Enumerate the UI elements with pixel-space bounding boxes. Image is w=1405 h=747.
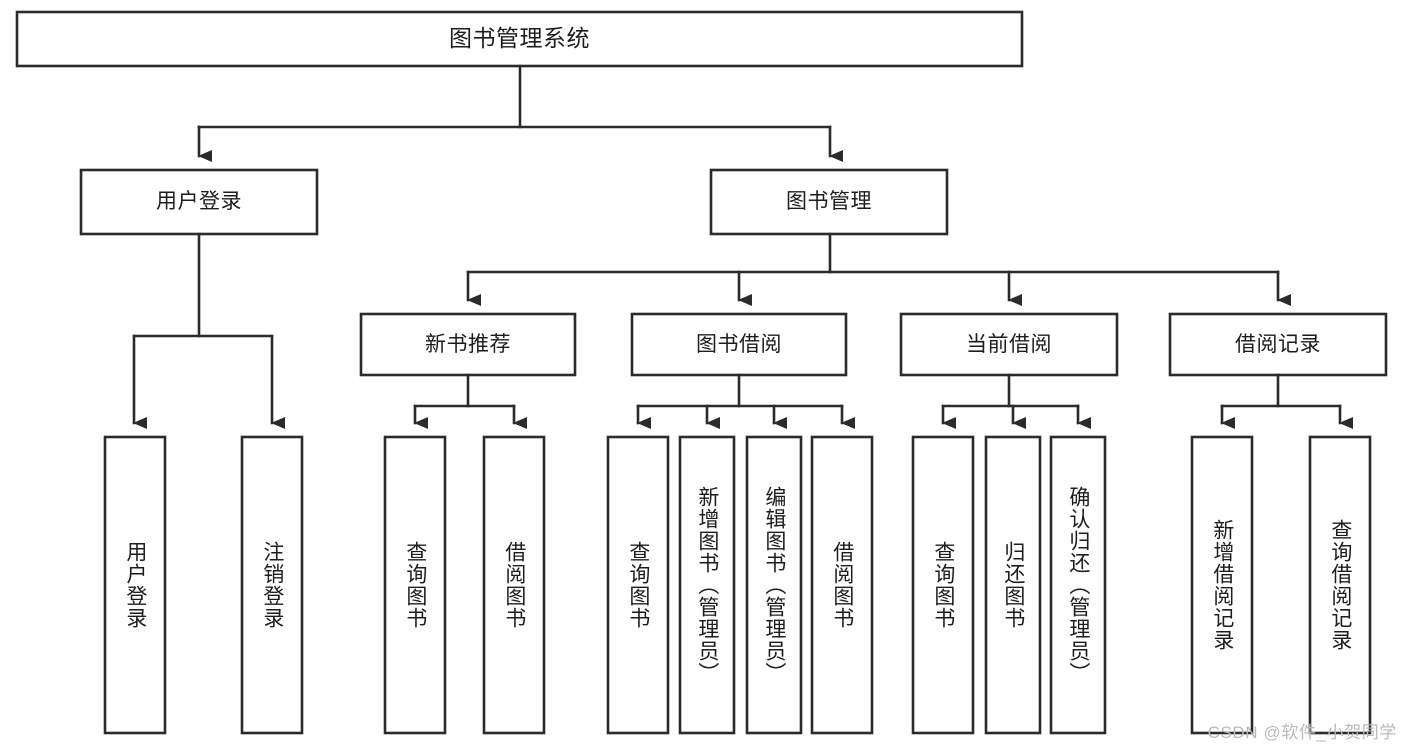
node-book-borrow-box[interactable] xyxy=(630,312,848,377)
leaf-borrow-book-1-box[interactable] xyxy=(482,435,546,735)
leaf-borrow-book-2-box[interactable] xyxy=(810,435,874,735)
node-new-book-recommend-box[interactable] xyxy=(359,312,577,377)
node-book-manage-box[interactable] xyxy=(709,168,949,236)
leaf-user-login-box[interactable] xyxy=(103,435,167,735)
leaf-edit-book-box[interactable] xyxy=(745,435,803,735)
node-current-borrow-box[interactable] xyxy=(899,312,1119,377)
leaf-query-book-3-box[interactable] xyxy=(911,435,975,735)
leaf-query-book-2-box[interactable] xyxy=(606,435,670,735)
leaf-add-book-box[interactable] xyxy=(678,435,736,735)
node-user-login-box[interactable] xyxy=(79,168,319,236)
node-borrow-record-box[interactable] xyxy=(1168,312,1388,377)
leaf-user-logout-box[interactable] xyxy=(240,435,304,735)
leaf-add-record-box[interactable] xyxy=(1190,435,1254,735)
leaf-query-book-1-box[interactable] xyxy=(383,435,447,735)
leaf-return-book-box[interactable] xyxy=(984,435,1042,735)
node-root-box[interactable] xyxy=(15,10,1024,68)
leaf-query-record-box[interactable] xyxy=(1308,435,1372,735)
leaf-confirm-return-box[interactable] xyxy=(1049,435,1107,735)
